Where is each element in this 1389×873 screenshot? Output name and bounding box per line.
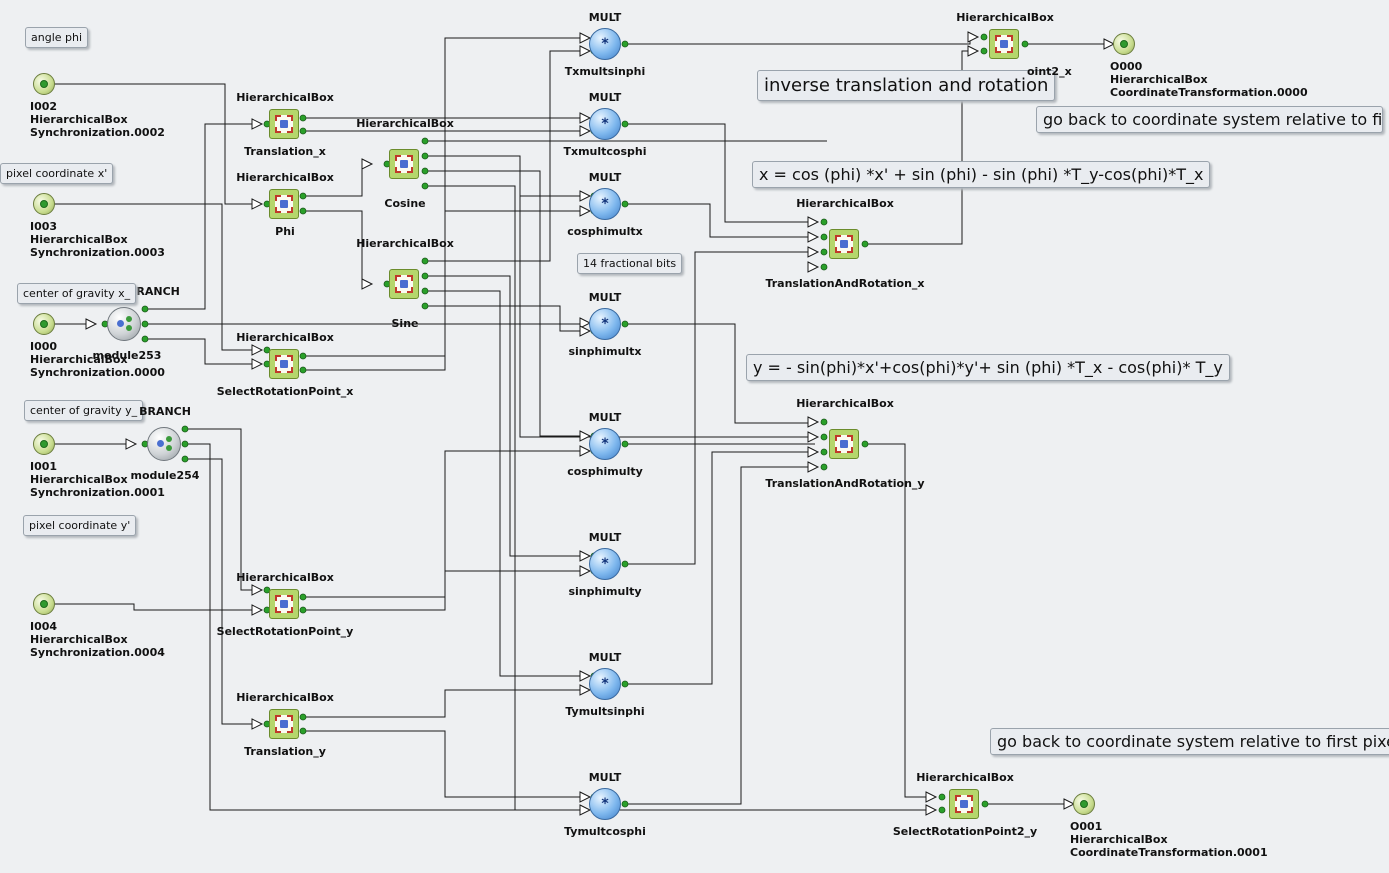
note-equation-y[interactable]: y = - sin(phi)*x'+cos(phi)*y'+ sin (phi)…	[746, 354, 1230, 381]
mult-txmultcosphi[interactable]: *	[589, 108, 621, 140]
mult-tymultsinphi-type: MULT	[588, 651, 622, 664]
hbox-tar-y-name: TranslationAndRotation_y	[765, 477, 925, 490]
mult-txmultsinphi-type: MULT	[588, 11, 622, 24]
hbox-srp2-y-name: SelectRotationPoint2_y	[892, 825, 1038, 838]
mult-cosphimultx-type: MULT	[588, 171, 622, 184]
note-center-of-gravity-y[interactable]: center of gravity y_	[24, 400, 144, 421]
hbox-select-rotation-point2-x[interactable]	[989, 29, 1019, 59]
branch-253-type: BRANCH	[128, 285, 180, 298]
hbox-sine[interactable]	[389, 269, 419, 299]
hbox-sine-type: HierarchicalBox	[356, 237, 454, 250]
output-port-o000[interactable]	[1113, 33, 1135, 55]
note-pixel-coordinate-y[interactable]: pixel coordinate y'	[23, 515, 137, 536]
hbox-phi-type: HierarchicalBox	[236, 171, 334, 184]
hbox-translation-y-type: HierarchicalBox	[236, 691, 334, 704]
input-port-i003[interactable]	[33, 193, 55, 215]
input-port-i000[interactable]	[33, 313, 55, 335]
input-port-i001[interactable]	[33, 433, 55, 455]
hbox-phi[interactable]	[269, 189, 299, 219]
mult-sinphimulty-type: MULT	[588, 531, 622, 544]
hbox-srp-y-type: HierarchicalBox	[236, 571, 334, 584]
hbox-translation-and-rotation-y[interactable]	[829, 429, 859, 459]
mult-txmultcosphi-type: MULT	[588, 91, 622, 104]
mult-cosphimultx-name: cosphimultx	[567, 225, 643, 238]
hbox-translation-y[interactable]	[269, 709, 299, 739]
mult-sinphimultx-type: MULT	[588, 291, 622, 304]
hbox-translation-x-type: HierarchicalBox	[236, 91, 334, 104]
hbox-translation-y-name: Translation_y	[244, 745, 326, 758]
hbox-srp-x-name: SelectRotationPoint_x	[216, 385, 354, 398]
mult-txmultcosphi-name: Txmultcosphi	[563, 145, 647, 158]
mult-tymultcosphi[interactable]: *	[589, 788, 621, 820]
hbox-srp2-x-name: oint2_x	[1027, 65, 1072, 78]
hbox-sine-name: Sine	[391, 317, 419, 330]
note-go-back-bottom[interactable]: go back to coordinate system relative to…	[990, 728, 1389, 755]
branch-253-node[interactable]	[107, 307, 141, 341]
mult-cosphimultx[interactable]: *	[589, 188, 621, 220]
mult-tymultcosphi-name: Tymultcosphi	[564, 825, 646, 838]
hbox-phi-name: Phi	[275, 225, 295, 238]
note-pixel-coordinate-x[interactable]: pixel coordinate x'	[0, 163, 114, 184]
input-port-i004[interactable]	[33, 593, 55, 615]
mult-tymultcosphi-type: MULT	[588, 771, 622, 784]
hbox-translation-and-rotation-x[interactable]	[829, 229, 859, 259]
hbox-cosine-name: Cosine	[384, 197, 426, 210]
branch-254-name: module254	[130, 469, 200, 482]
hbox-tar-x-name: TranslationAndRotation_x	[765, 277, 925, 290]
hbox-srp2-x-type: HierarchicalBox	[956, 11, 1054, 24]
hbox-translation-x[interactable]	[269, 109, 299, 139]
mult-sinphimultx[interactable]: *	[589, 308, 621, 340]
input-port-i002[interactable]	[33, 73, 55, 95]
branch-253-name: module253	[92, 349, 162, 362]
mult-txmultsinphi-name: Txmultsinphi	[564, 65, 646, 78]
hbox-srp2-y-type: HierarchicalBox	[916, 771, 1014, 784]
hbox-cosine-type: HierarchicalBox	[356, 117, 454, 130]
mult-tymultsinphi[interactable]: *	[589, 668, 621, 700]
hbox-tar-y-type: HierarchicalBox	[796, 397, 894, 410]
hbox-select-rotation-point2-y[interactable]	[949, 789, 979, 819]
mult-sinphimulty[interactable]: *	[589, 548, 621, 580]
branch-254-type: BRANCH	[139, 405, 191, 418]
note-equation-x[interactable]: x = cos (phi) *x' + sin (phi) - sin (phi…	[752, 161, 1211, 188]
hbox-select-rotation-point-x[interactable]	[269, 349, 299, 379]
hbox-select-rotation-point-y[interactable]	[269, 589, 299, 619]
hbox-cosine[interactable]	[389, 149, 419, 179]
mult-sinphimultx-name: sinphimultx	[568, 345, 642, 358]
mult-sinphimulty-name: sinphimulty	[568, 585, 642, 598]
mult-tymultsinphi-name: Tymultsinphi	[565, 705, 645, 718]
mult-cosphimulty[interactable]: *	[589, 428, 621, 460]
branch-254-node[interactable]	[147, 427, 181, 461]
hbox-srp-y-name: SelectRotationPoint_y	[216, 625, 354, 638]
note-go-back-top[interactable]: go back to coordinate system relative to…	[1036, 106, 1383, 133]
mult-cosphimulty-type: MULT	[588, 411, 622, 424]
output-port-o001[interactable]	[1073, 793, 1095, 815]
mult-cosphimulty-name: cosphimulty	[567, 465, 643, 478]
hbox-translation-x-name: Translation_x	[244, 145, 326, 158]
hbox-srp-x-type: HierarchicalBox	[236, 331, 334, 344]
note-fractional-bits[interactable]: 14 fractional bits	[577, 253, 683, 274]
note-angle-phi[interactable]: angle phi	[25, 27, 89, 48]
mult-txmultsinphi[interactable]: *	[589, 28, 621, 60]
note-inverse-translation[interactable]: inverse translation and rotation	[757, 70, 1056, 101]
hbox-tar-x-type: HierarchicalBox	[796, 197, 894, 210]
note-center-of-gravity-x[interactable]: center of gravity x_	[17, 283, 137, 304]
